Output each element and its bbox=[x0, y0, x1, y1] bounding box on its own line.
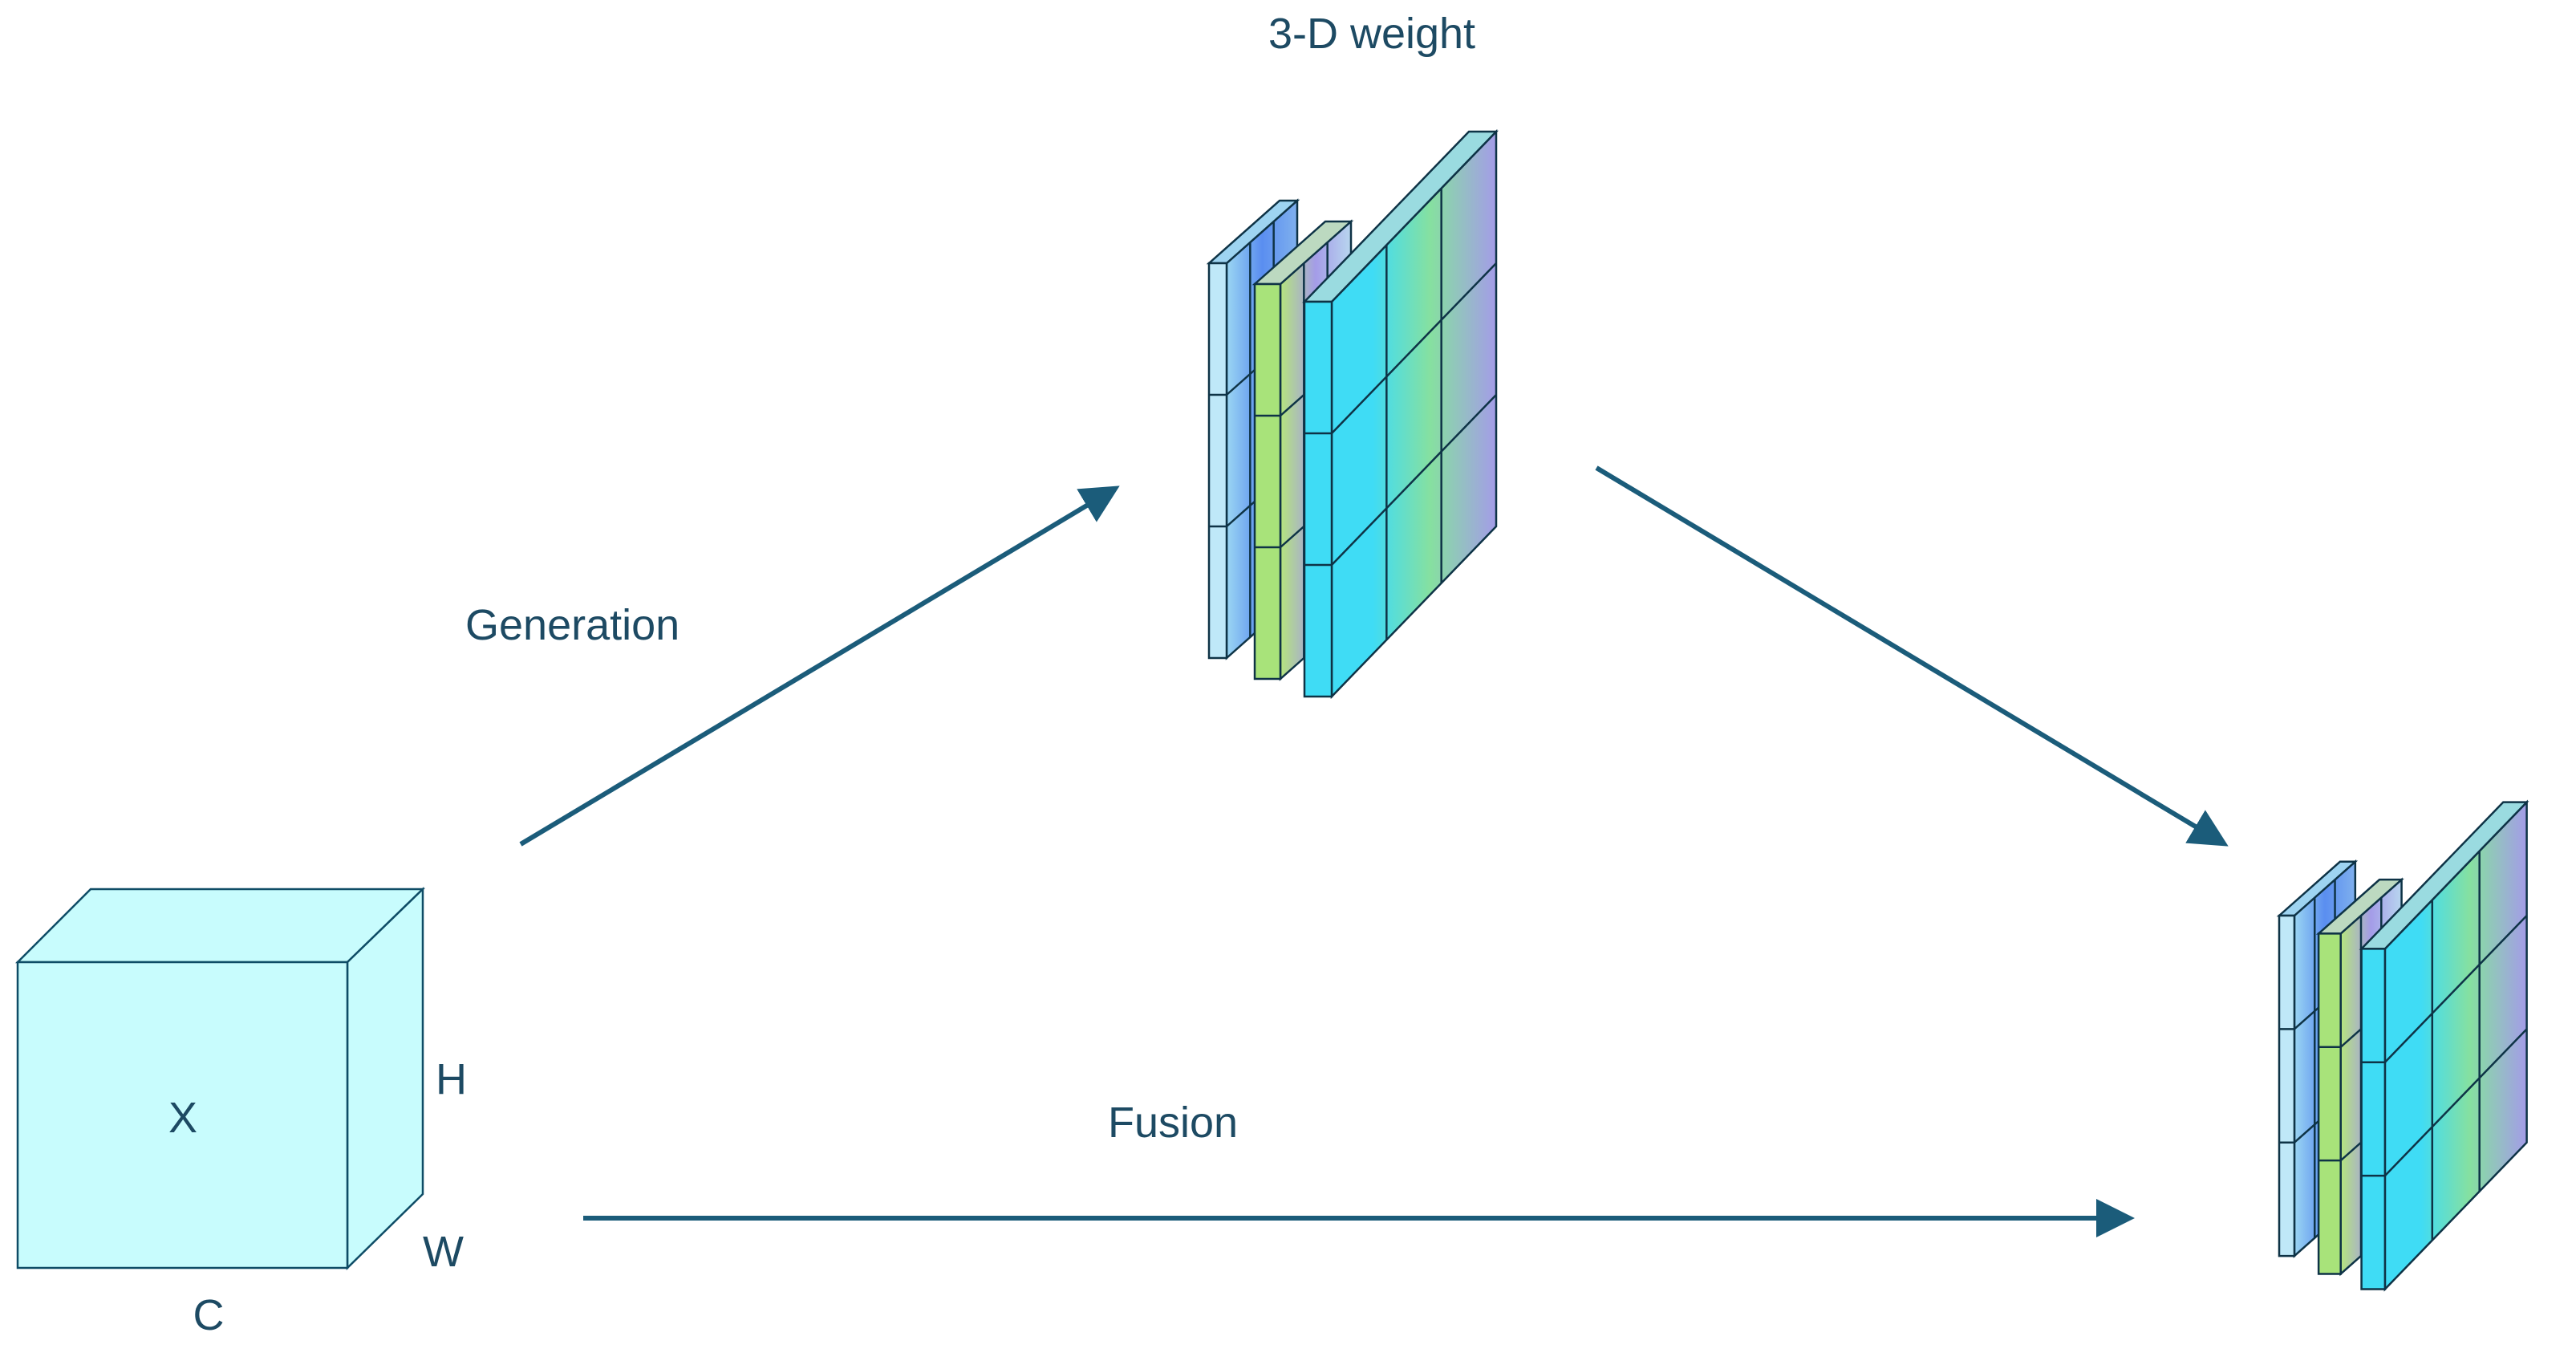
generation-label: Generation bbox=[465, 601, 680, 649]
slice-front bbox=[1302, 128, 1499, 700]
channel-label: C bbox=[193, 1291, 225, 1339]
output-tensor bbox=[2276, 799, 2529, 1292]
weight-title: 3-D weight bbox=[1268, 10, 1476, 58]
slice-middle-front-face bbox=[1253, 282, 1282, 680]
slice-front-grid-h bbox=[1331, 262, 1497, 434]
width-label: W bbox=[423, 1228, 464, 1276]
slice-front bbox=[2359, 799, 2529, 1292]
slice-front-front-face bbox=[2360, 948, 2387, 1290]
slice-back-front-face bbox=[1207, 262, 1228, 660]
slice-front-grid-h bbox=[2383, 915, 2528, 1063]
cube-center-label: X bbox=[168, 1094, 198, 1142]
generation-arrow bbox=[519, 485, 1120, 847]
cube-front-face bbox=[16, 961, 349, 1270]
fusion-label: Fusion bbox=[1107, 1099, 1239, 1147]
weight-tensor bbox=[1206, 128, 1499, 700]
slice-front-grid-h bbox=[2383, 1028, 2528, 1176]
height-label: H bbox=[436, 1055, 467, 1103]
weight-to-output-arrow bbox=[1595, 465, 2229, 847]
input-cube bbox=[14, 887, 426, 1270]
slice-front-front-face bbox=[1303, 300, 1333, 698]
slice-front-grid-h bbox=[1331, 394, 1497, 566]
slice-middle-front-face bbox=[2317, 932, 2342, 1275]
slice-back-front-face bbox=[2278, 914, 2296, 1257]
